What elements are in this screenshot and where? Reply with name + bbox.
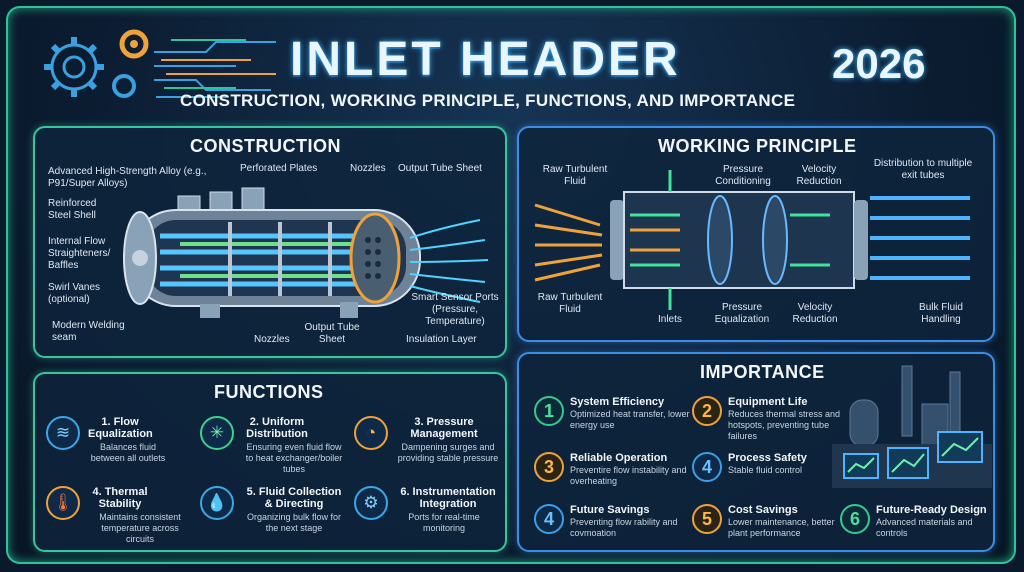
label-swirl: Swirl Vanes (optional) <box>48 282 101 305</box>
label-straighteners: Internal Flow Straighteners/ Baffles <box>48 236 111 271</box>
function-desc: Organizing bulk flow for the next stage <box>246 512 342 533</box>
number-badge: 5 <box>692 504 722 534</box>
label-welding: Modern Welding seam <box>52 320 125 343</box>
function-title: 4. Thermal Stability <box>92 486 148 510</box>
label-insulation: Insulation Layer <box>406 334 477 345</box>
function-desc: Balances fluid between all outlets <box>90 442 166 463</box>
function-desc: Dampening surges and providing stable pr… <box>397 442 499 463</box>
wind-icon: ≋ <box>46 416 80 450</box>
function-desc: Ensuring even fluid flow to heat exchang… <box>245 442 343 474</box>
importance-title-text: Equipment Life <box>728 396 808 408</box>
function-title: 2. Uniform Distribution <box>246 416 308 440</box>
label-distribution: Distribution to multiple exit tubes <box>873 158 973 181</box>
label-nozzles-bottom: Nozzles <box>254 334 290 345</box>
importance-desc: Reduces thermal stress and hotspots, pre… <box>728 409 841 441</box>
number-badge: 1 <box>534 396 564 426</box>
label-nozzles-top: Nozzles <box>350 163 386 174</box>
functions-panel <box>33 372 507 552</box>
header-cutaway-illustration <box>123 187 489 318</box>
number-badge: 6 <box>840 504 870 534</box>
importance-title-text: System Efficiency <box>570 396 665 408</box>
label-raw-bottom: Raw Turbulent Fluid <box>537 292 603 315</box>
importance-desc: Stable fluid control <box>728 465 803 475</box>
function-desc: Ports for real-time monitoring <box>408 512 480 533</box>
label-bulk-fluid: Bulk Fluid Handling <box>919 302 963 325</box>
functions-title: FUNCTIONS <box>214 382 324 402</box>
importance-desc: Lower maintenance, better plant performa… <box>728 517 835 538</box>
label-raw-top: Raw Turbulent Fluid <box>542 164 608 187</box>
label-output-tube-sheet-bottom: Output Tube Sheet <box>304 322 360 345</box>
label-inlets: Inlets <box>658 314 682 325</box>
function-desc: Maintains consistent temperature across … <box>99 512 181 544</box>
label-sensor: Smart Sensor Ports (Pressure, Temperatur… <box>411 292 499 327</box>
function-title: 3. Pressure Management <box>410 416 478 440</box>
construction-title: CONSTRUCTION <box>190 136 341 156</box>
droplet-icon: 💧 <box>200 486 234 520</box>
function-title: 6. Instrumentation Integration <box>400 486 496 510</box>
function-title: 5. Fluid Collection & Directing <box>246 486 342 510</box>
number-badge: 3 <box>534 452 564 482</box>
importance-title-text: Cost Savings <box>728 504 798 516</box>
label-shell: Reinforced Steel Shell <box>48 198 97 221</box>
importance-desc: Advanced materials and controls <box>876 517 973 538</box>
page-title: INLET HEADER <box>290 33 681 86</box>
importance-title-text: Process Safety <box>728 452 807 464</box>
number-badge: 4 <box>534 504 564 534</box>
label-pressure-equalization: Pressure Equalization <box>714 302 770 325</box>
label-pressure-conditioning: Pressure Conditioning <box>715 164 771 187</box>
page-subtitle: CONSTRUCTION, WORKING PRINCIPLE, FUNCTIO… <box>180 91 796 110</box>
gears-decoration-icon <box>44 29 276 98</box>
importance-desc: Preventire flow instability and overheat… <box>570 465 687 486</box>
label-velocity-reduction-bottom: Velocity Reduction <box>792 302 838 325</box>
label-output-tube-sheet-top: Output Tube Sheet <box>398 163 482 174</box>
importance-title-text: Reliable Operation <box>570 452 668 464</box>
label-perforated: Perforated Plates <box>240 163 318 174</box>
industrial-plant-illustration <box>832 365 992 488</box>
function-title: 1. Flow Equalization <box>88 416 153 440</box>
label-velocity-reduction-top: Velocity Reduction <box>796 164 842 187</box>
number-badge: 2 <box>692 396 722 426</box>
importance-title: IMPORTANCE <box>700 362 825 382</box>
gear-icon: ⚙ <box>354 486 388 520</box>
number-badge: 4 <box>692 452 722 482</box>
gauge-icon: ◔ <box>354 416 388 450</box>
distribution-icon: ✳ <box>200 416 234 450</box>
label-alloy: Advanced High-Strength Alloy (e.g., P91/… <box>48 166 207 189</box>
working-principle-title: WORKING PRINCIPLE <box>658 136 857 156</box>
importance-title-text: Future-Ready Design <box>876 504 987 516</box>
flow-diagram <box>534 170 970 310</box>
importance-title-text: Future Savings <box>570 504 650 516</box>
year-label: 2026 <box>832 40 926 87</box>
thermometer-icon: 🌡 <box>46 486 80 520</box>
importance-desc: Preventing flow rability and covmoation <box>570 517 678 538</box>
importance-desc: Optimized heat transfer, lower energy us… <box>570 409 690 430</box>
